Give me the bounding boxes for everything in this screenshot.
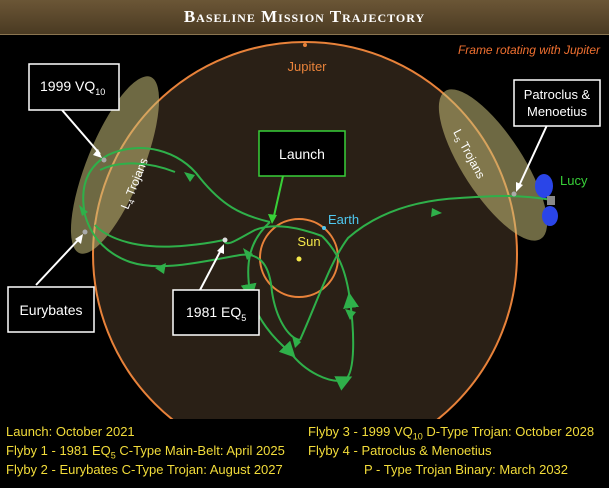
- jupiter-marker: [303, 43, 307, 47]
- eurybates-callout: Eurybates: [19, 302, 82, 318]
- trajectory-diagram: Jupiter Sun Earth L4 Trojans L5 Trojans …: [7, 41, 601, 419]
- eq5-callout: 1981 EQ5: [186, 304, 246, 323]
- patroclus-callout-box: [513, 79, 601, 127]
- page-title: Baseline Mission Trajectory: [183, 7, 426, 26]
- vq10-callout-box: [28, 63, 120, 111]
- earth-label: Earth: [328, 212, 359, 227]
- eurybates-callout-box: [7, 286, 95, 333]
- frame-note: Frame rotating with Jupiter: [458, 43, 601, 57]
- footer-flyby4-detail: P - Type Trojan Binary: March 2032: [364, 462, 569, 477]
- launch-callout-box: [258, 130, 346, 177]
- sun-dot: [296, 256, 302, 262]
- vq10-callout: 1999 VQ10: [40, 78, 105, 97]
- eq5-callout-box: [172, 289, 260, 336]
- earth-dot: [322, 226, 326, 230]
- mission-timeline: Launch: October 2021 Flyby 1 - 1981 EQ5 …: [0, 419, 609, 488]
- footer-flyby3: Flyby 3 - 1999 VQ10 D-Type Trojan: Octob…: [308, 424, 595, 442]
- trajectory-arrows: [79, 172, 442, 348]
- patroclus-callout-line2: Menoetius: [527, 104, 587, 119]
- vq10-flyby-dot: [101, 157, 107, 163]
- callout-pointers: [35, 109, 549, 291]
- sun-label: Sun: [297, 234, 320, 249]
- launch-arrowhead: [268, 214, 277, 224]
- eq5-flyby-dot: [222, 237, 228, 243]
- patroclus-callout-line1: Patroclus &: [524, 87, 591, 102]
- footer-flyby4: Flyby 4 - Patroclus & Menoetius: [308, 443, 492, 458]
- launch-pointer: [273, 175, 284, 217]
- footer-launch: Launch: October 2021: [6, 424, 135, 439]
- l5-trojan-cloud: [438, 89, 548, 241]
- lucy-spacecraft-icon: [535, 174, 558, 226]
- footer-flyby1: Flyby 1 - 1981 EQ5 C-Type Main-Belt: Apr…: [6, 443, 285, 461]
- title-bar: Baseline Mission Trajectory: [0, 0, 609, 35]
- launch-callout: Launch: [279, 146, 325, 162]
- patroclus-flyby-dot: [511, 191, 517, 197]
- lucy-trajectory: [82, 147, 553, 391]
- footer-flyby2: Flyby 2 - Eurybates C-Type Trojan: Augus…: [6, 462, 283, 477]
- lucy-label: Lucy: [560, 173, 588, 188]
- jupiter-label: Jupiter: [287, 59, 327, 74]
- eurybates-flyby-dot: [82, 229, 88, 235]
